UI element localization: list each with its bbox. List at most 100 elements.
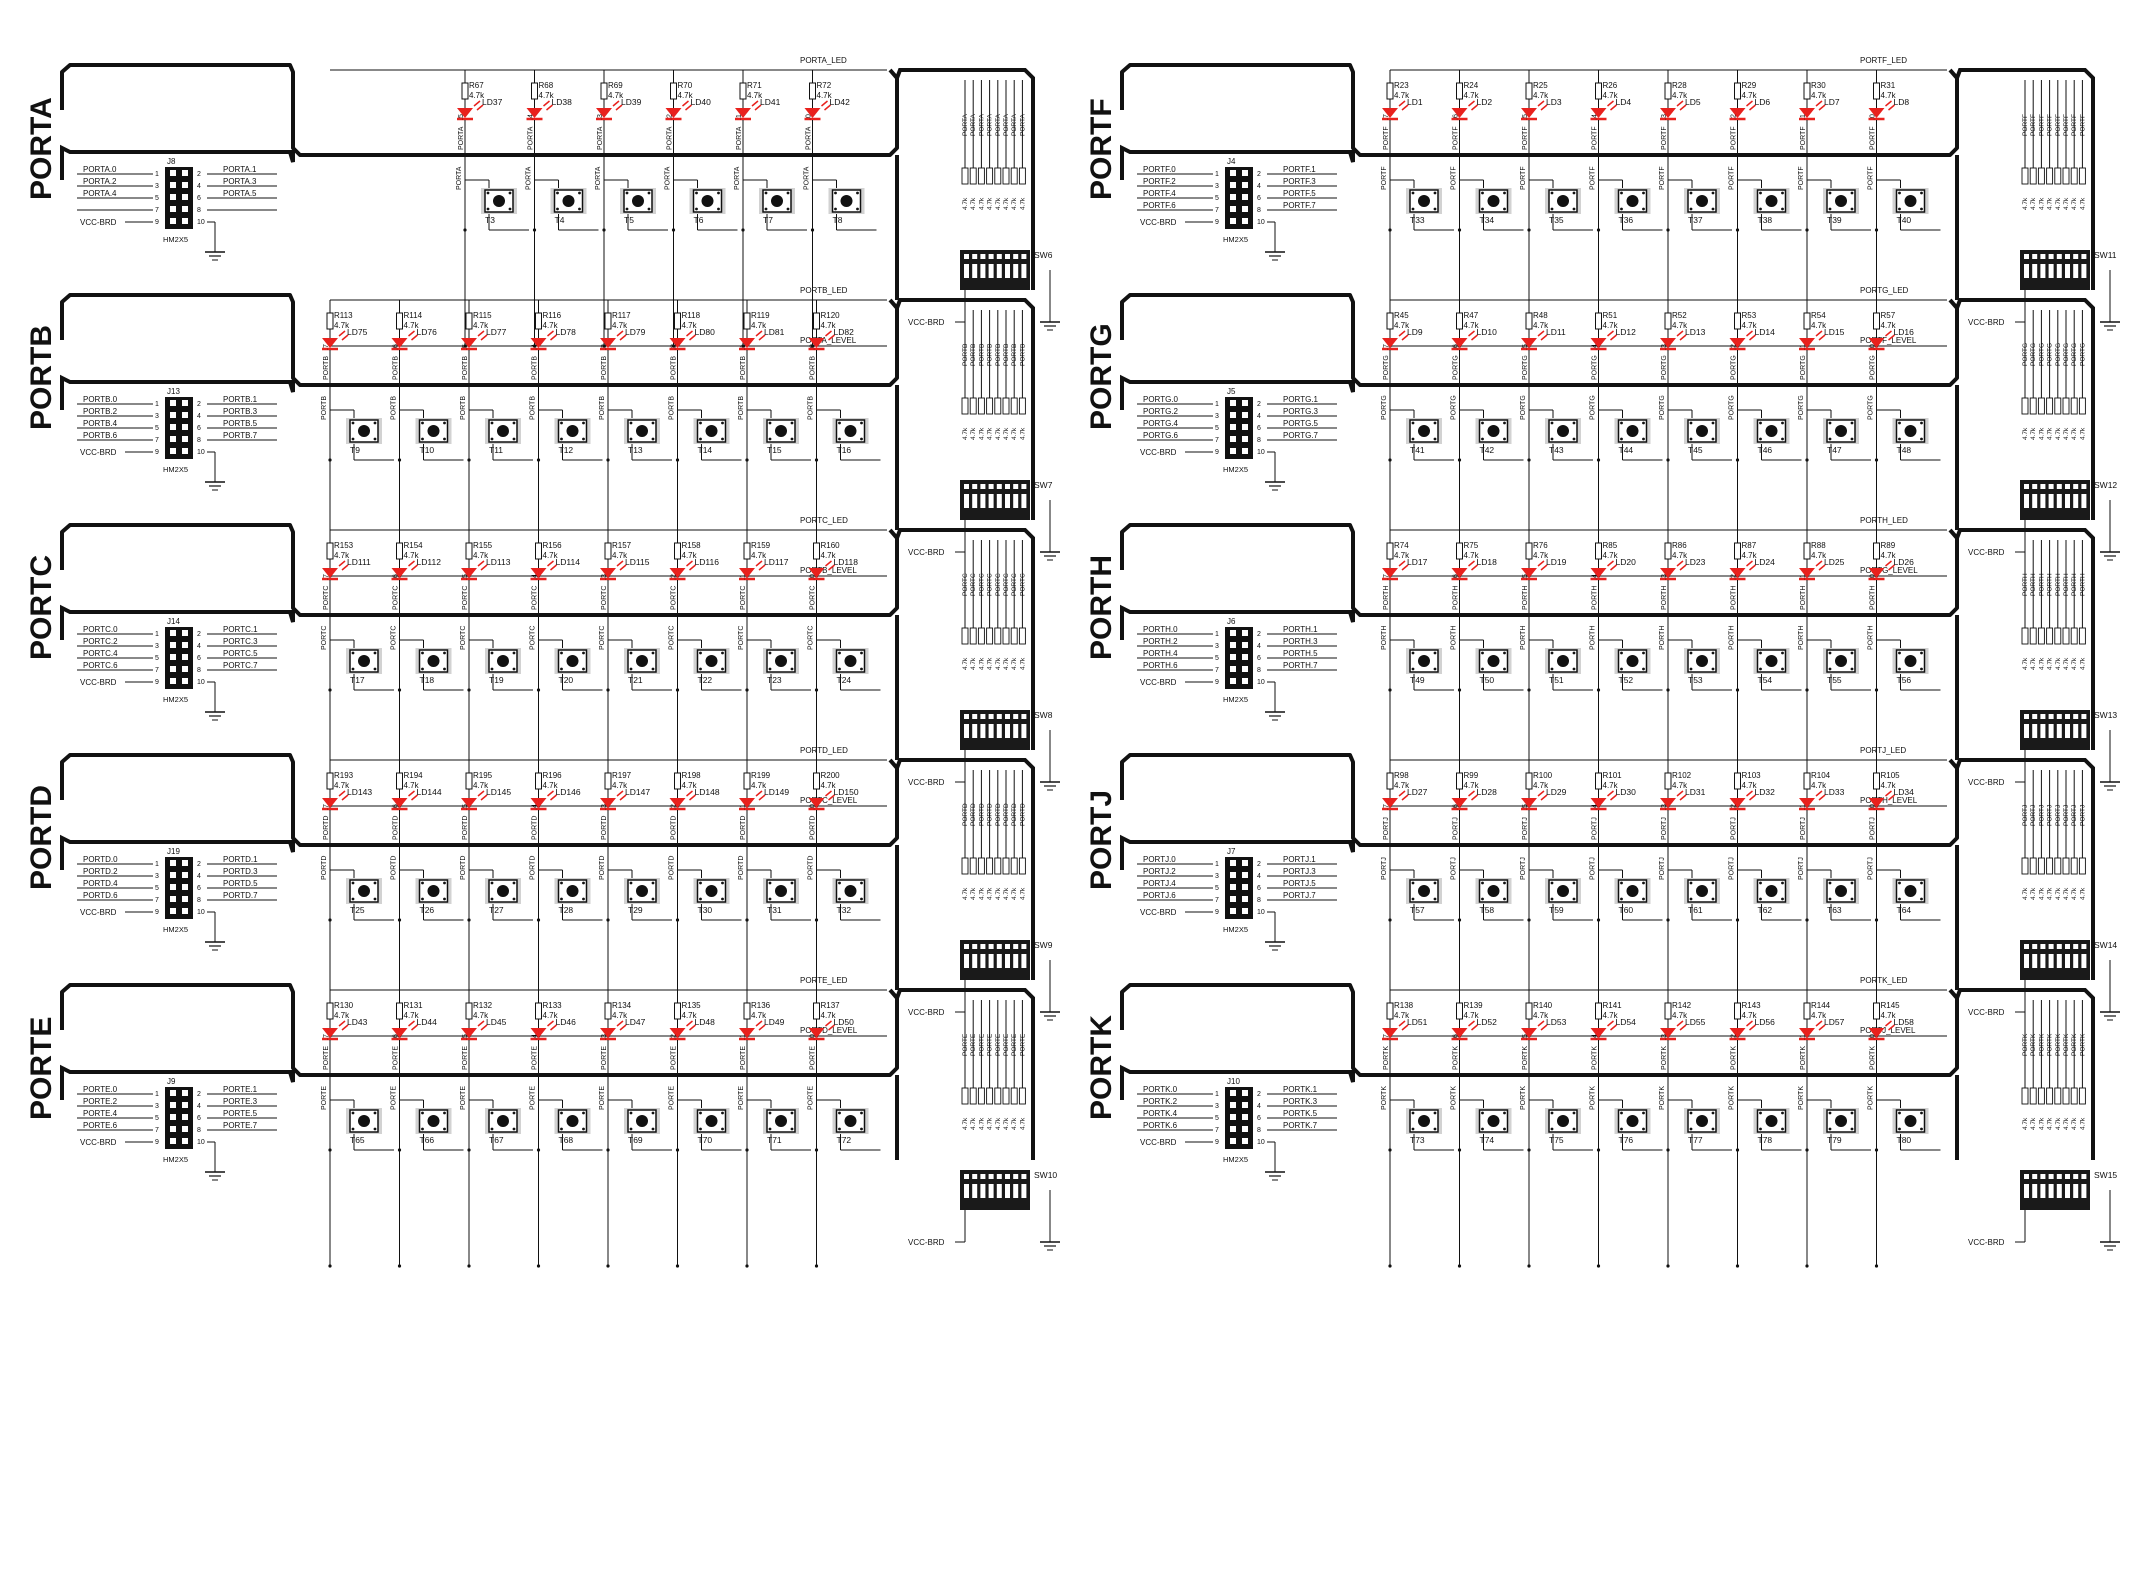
pin-number: 2 bbox=[197, 861, 201, 868]
pin-number: 6 bbox=[197, 425, 201, 432]
led-emission bbox=[1607, 330, 1617, 341]
header-net-left: PORTB.4 bbox=[83, 419, 118, 428]
resistor-value: 4.7k bbox=[751, 551, 767, 560]
pin-number: 7 bbox=[155, 1127, 159, 1134]
led-ref: LD44 bbox=[417, 1017, 438, 1027]
button-corner bbox=[560, 897, 563, 901]
junction bbox=[328, 918, 332, 922]
junction bbox=[1596, 228, 1601, 232]
button-corner bbox=[1689, 667, 1693, 671]
button-corner bbox=[1481, 881, 1484, 885]
led bbox=[1521, 108, 1537, 118]
bit-net-label: PORTC bbox=[599, 626, 606, 650]
push-button-cap bbox=[705, 655, 718, 667]
switch-number-cell bbox=[2081, 484, 2087, 489]
vcc-label: VCC-BRD bbox=[80, 448, 117, 457]
switch-net-label: PORTA bbox=[995, 114, 1002, 136]
button-corner bbox=[1711, 881, 1715, 885]
switch-net-label: PORTF bbox=[2038, 114, 2045, 136]
header-net-left: PORTE.2 bbox=[83, 1097, 118, 1106]
led-emission bbox=[755, 330, 766, 341]
button-corner bbox=[1572, 881, 1576, 885]
header-pin bbox=[1242, 424, 1248, 430]
led bbox=[596, 108, 612, 118]
button-corner bbox=[838, 1127, 841, 1131]
led-ref: LD76 bbox=[417, 327, 438, 337]
header-pin bbox=[1230, 194, 1236, 200]
bit-net-label: PORTK bbox=[1592, 1046, 1599, 1070]
junction bbox=[1805, 228, 1809, 232]
bit-net-label: PORTB bbox=[530, 396, 537, 420]
pullup-value: 4.7k bbox=[2055, 197, 2062, 210]
button-corner bbox=[1689, 1111, 1693, 1115]
pullup-value: 4.7k bbox=[2071, 657, 2078, 670]
bit-net-label: PORTD bbox=[391, 856, 398, 880]
header-net-left: PORTB.2 bbox=[83, 407, 118, 416]
switch-lever bbox=[2056, 724, 2062, 738]
button-corner bbox=[1411, 191, 1415, 195]
button-corner bbox=[1481, 421, 1484, 425]
bit-number: .5 bbox=[458, 114, 465, 120]
button-corner bbox=[768, 421, 772, 425]
led-ref: LD23 bbox=[1685, 557, 1706, 567]
pullup-resistor bbox=[994, 627, 1002, 645]
button-corner bbox=[443, 1111, 446, 1115]
junction bbox=[1666, 1264, 1670, 1268]
bit-number: .4 bbox=[1592, 1034, 1599, 1040]
bit-net-label: PORTC bbox=[669, 626, 676, 650]
switch-lever bbox=[964, 264, 969, 278]
switch-net-label: PORTK bbox=[2071, 1033, 2078, 1056]
resistor bbox=[1595, 312, 1602, 330]
switch-lever bbox=[2032, 494, 2038, 508]
switch-net-label: PORTC bbox=[1011, 573, 1018, 596]
junction bbox=[810, 344, 815, 348]
switch-ref: SW7 bbox=[1034, 480, 1053, 490]
button-corner bbox=[490, 1127, 494, 1131]
header-net-right: PORTF.5 bbox=[1283, 189, 1316, 198]
bit-net-label: PORTC bbox=[460, 626, 467, 650]
resistor bbox=[1803, 312, 1811, 330]
switch-net-label: PORTK bbox=[2038, 1033, 2045, 1056]
led bbox=[1729, 338, 1746, 348]
switch-lever bbox=[1013, 494, 1019, 508]
button-corner bbox=[1850, 1127, 1854, 1131]
led-emission bbox=[1468, 790, 1478, 801]
led-emission bbox=[686, 1020, 696, 1031]
pin-number: 3 bbox=[155, 643, 159, 650]
button-corner bbox=[629, 437, 633, 441]
header-pin bbox=[182, 436, 188, 442]
resistor-value: 4.7k bbox=[1811, 91, 1827, 100]
pullup-value: 4.7k bbox=[995, 427, 1002, 440]
bit-number: .3 bbox=[601, 804, 608, 810]
bit-net-label: PORTH bbox=[1798, 626, 1805, 650]
led bbox=[1799, 108, 1815, 118]
junction bbox=[536, 1264, 541, 1268]
bit-net-label: PORTH bbox=[1381, 626, 1388, 650]
led-ref: LD55 bbox=[1685, 1017, 1706, 1027]
bit-number: .2 bbox=[1731, 574, 1738, 580]
header-net-left: PORTB.0 bbox=[83, 395, 118, 404]
resistor-value: 4.7k bbox=[1742, 321, 1758, 330]
resistor-ref: R114 bbox=[404, 311, 423, 320]
button-corner bbox=[421, 667, 424, 671]
bus-outline bbox=[60, 293, 899, 387]
resistor bbox=[535, 1002, 542, 1020]
resistor bbox=[1664, 542, 1672, 560]
switch-net-label: PORTG bbox=[2055, 343, 2062, 366]
button-corner bbox=[790, 437, 794, 441]
button-ref: T46 bbox=[1758, 445, 1773, 455]
push-button-cap bbox=[636, 655, 648, 667]
push-button-cap bbox=[562, 195, 575, 207]
header-pin bbox=[182, 1090, 188, 1096]
bit-number: .0 bbox=[1870, 114, 1877, 120]
header-net-left: PORTJ.0 bbox=[1143, 855, 1176, 864]
pin-number: 2 bbox=[1257, 631, 1261, 638]
junction bbox=[536, 458, 541, 462]
resistor-value: 4.7k bbox=[404, 551, 420, 560]
header-pin bbox=[1242, 884, 1248, 890]
led bbox=[1382, 798, 1398, 808]
